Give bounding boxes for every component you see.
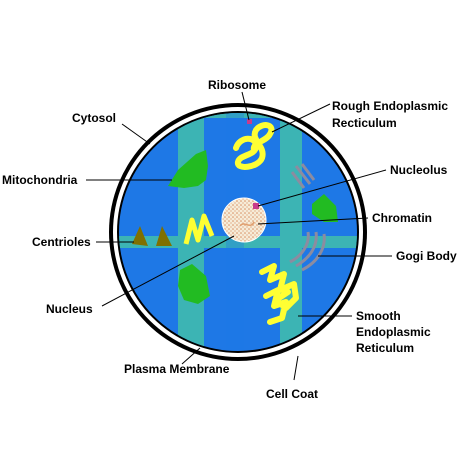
leader-nucleus bbox=[101, 235, 235, 307]
label-smooth-er-line3: Reticulum bbox=[356, 341, 414, 355]
label-nucleus: Nucleus bbox=[46, 302, 93, 316]
leader-rough-er bbox=[271, 103, 331, 133]
cytoplasm-band-top bbox=[119, 113, 357, 118]
ribosome bbox=[247, 119, 252, 124]
label-centrioles: Centrioles bbox=[32, 235, 91, 249]
label-plasma-membrane: Plasma Membrane bbox=[124, 362, 230, 376]
rough-er bbox=[233, 122, 275, 170]
centriole-right bbox=[156, 226, 172, 246]
leader-plasma-membrane bbox=[181, 347, 201, 365]
golgi-arc-1 bbox=[289, 231, 310, 264]
label-smooth-er-line2: Endoplasmic bbox=[356, 325, 431, 339]
chromatin bbox=[239, 221, 255, 227]
label-mitochondria: Mitochondria bbox=[2, 173, 78, 187]
label-chromatin: Chromatin bbox=[372, 211, 432, 225]
label-gogi-body: Gogi Body bbox=[396, 249, 457, 263]
label-cytosol: Cytosol bbox=[72, 111, 116, 125]
golgi-vesicles bbox=[290, 163, 316, 189]
nucleolus bbox=[253, 203, 259, 209]
label-smooth-er-line1: Smooth bbox=[356, 309, 401, 323]
leader-cytosol bbox=[121, 123, 151, 145]
leader-cell-coat bbox=[293, 355, 299, 381]
cytoplasm-band-right bbox=[280, 113, 302, 351]
centriole-filament bbox=[183, 213, 215, 245]
mitochondrion-lower bbox=[178, 264, 210, 304]
centriole-left bbox=[132, 226, 148, 246]
label-cell-coat: Cell Coat bbox=[266, 387, 318, 401]
golgi-arc-3 bbox=[301, 233, 326, 272]
label-ribosome: Ribosome bbox=[208, 78, 266, 92]
leader-ribosome bbox=[241, 91, 250, 121]
label-nucleolus: Nucleolus bbox=[390, 163, 448, 177]
leader-chromatin bbox=[257, 217, 369, 225]
label-rough-er-line1: Rough Endoplasmic bbox=[332, 99, 448, 113]
mitochondrion-right bbox=[312, 194, 338, 222]
mitochondrion-upper bbox=[168, 150, 208, 188]
leader-nucleolus bbox=[257, 169, 387, 207]
golgi-arc-2 bbox=[295, 231, 318, 268]
smooth-er bbox=[259, 263, 299, 325]
nucleus bbox=[221, 197, 267, 243]
label-rough-er-line2: Recticulum bbox=[332, 116, 397, 130]
